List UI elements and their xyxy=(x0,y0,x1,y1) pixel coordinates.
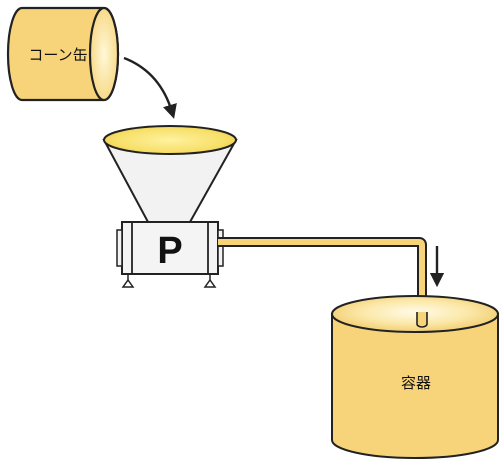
container: 容器 xyxy=(331,295,499,459)
can-label: コーン缶 xyxy=(28,46,87,64)
funnel xyxy=(102,125,238,223)
pipe xyxy=(218,237,427,316)
pour-arrow xyxy=(123,56,177,119)
container-label: 容器 xyxy=(401,374,431,392)
corn-can: コーン缶 xyxy=(6,6,120,102)
pump: P xyxy=(116,221,224,288)
pump-label: P xyxy=(157,230,182,272)
